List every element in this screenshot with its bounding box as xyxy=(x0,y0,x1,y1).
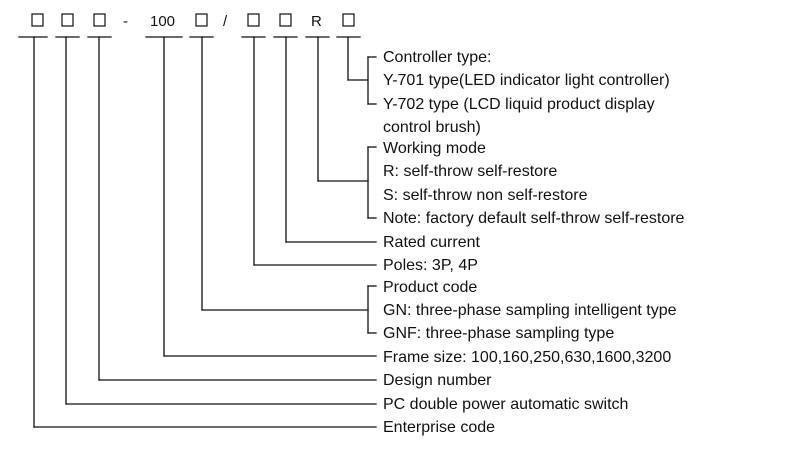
product-code-box xyxy=(195,13,208,27)
leader-pc-switch xyxy=(65,36,377,405)
leader-working-mode xyxy=(317,36,377,219)
code-frame-size: 100 xyxy=(150,13,175,30)
working-mode-r-label: R: self-throw self-restore xyxy=(383,163,557,180)
leader-poles xyxy=(253,36,377,266)
controller-type-box xyxy=(342,13,355,27)
product-code-gn-label: GN: three-phase sampling intelligent typ… xyxy=(383,302,677,319)
controller-y701-label: Y-701 type(LED indicator light controlle… xyxy=(383,72,670,89)
code-mode-letter: R xyxy=(311,13,322,30)
controller-y702-label: Y-702 type (LCD liquid product display xyxy=(383,96,655,113)
leader-lines xyxy=(33,36,377,428)
leader-design-number xyxy=(98,36,377,381)
poles-box xyxy=(247,13,260,27)
frame-size-label: Frame size: 100,160,250,630,1600,3200 xyxy=(383,349,671,366)
working-mode-title: Working mode xyxy=(383,140,486,157)
leader-rated-current xyxy=(285,36,377,243)
leader-enterprise-code xyxy=(33,36,377,428)
pc-switch-label: PC double power automatic switch xyxy=(383,396,628,413)
rated-current-label: Rated current xyxy=(383,234,480,251)
leader-controller xyxy=(347,36,377,105)
enterprise-code-label: Enterprise code xyxy=(383,419,495,436)
code-row: - 100 / R xyxy=(31,13,355,30)
leader-frame-size xyxy=(163,36,377,357)
design-number-box xyxy=(93,13,106,27)
rated-current-box xyxy=(279,13,292,27)
code-dash: - xyxy=(123,13,128,30)
working-mode-note: Note: factory default self-throw self-re… xyxy=(383,210,685,227)
pc-switch-box xyxy=(61,13,74,27)
controller-y702-label-cont: control brush) xyxy=(383,119,481,136)
leader-product-code xyxy=(201,36,377,334)
controller-type-title: Controller type: xyxy=(383,49,492,66)
product-code-gnf-label: GNF: three-phase sampling type xyxy=(383,325,614,342)
design-number-label: Design number xyxy=(383,372,492,389)
working-mode-s-label: S: self-throw non self-restore xyxy=(383,187,588,204)
enterprise-code-box xyxy=(31,13,44,27)
code-slash: / xyxy=(223,13,228,30)
product-code-title: Product code xyxy=(383,279,477,296)
descriptions: Controller type: Y-701 type(LED indicato… xyxy=(383,49,685,436)
poles-label: Poles: 3P, 4P xyxy=(383,257,478,274)
